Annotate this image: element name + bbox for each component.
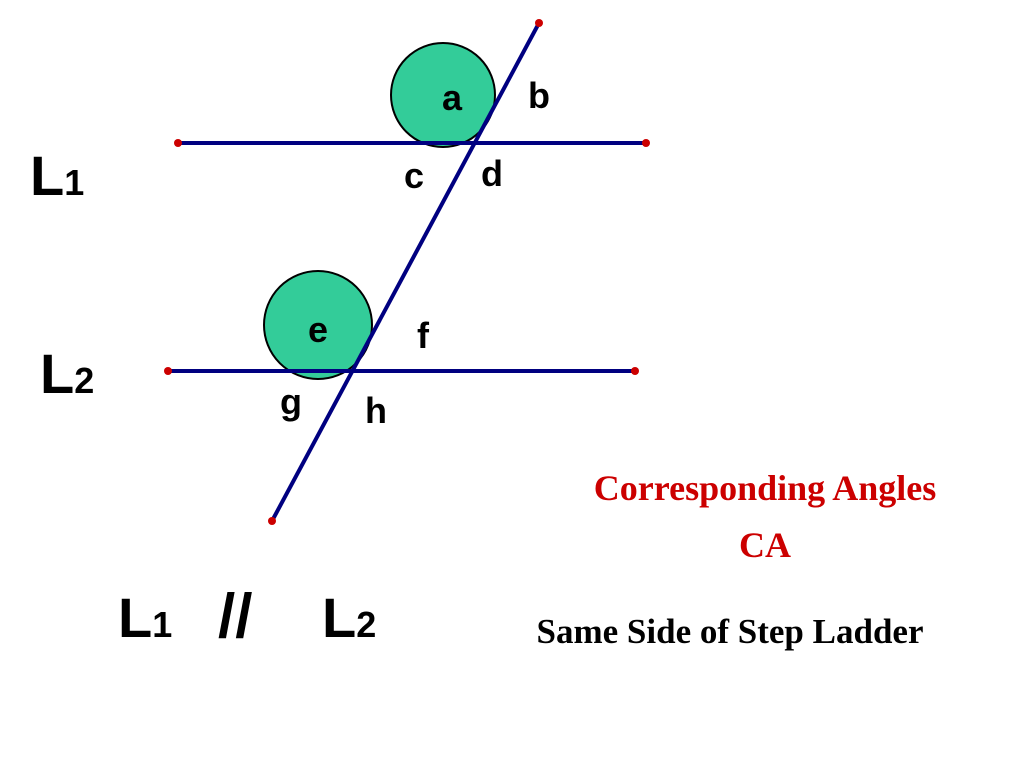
point-l2-left <box>164 367 172 375</box>
angle-e-marker <box>263 270 373 380</box>
line-label-l2: L2 <box>40 346 94 402</box>
angle-label-h: h <box>365 390 387 431</box>
angle-label-d: d <box>481 153 503 194</box>
angle-label-c: c <box>404 155 425 196</box>
statement-left-subscript: 1 <box>152 604 173 645</box>
angle-label-e: e <box>308 309 329 350</box>
caption-abbreviation: CA <box>739 525 791 565</box>
angle-label-b: b <box>528 75 550 116</box>
point-l1-left <box>174 139 182 147</box>
parallel-statement-left: L1 <box>118 590 172 646</box>
transversal-line <box>270 22 541 522</box>
angle-label-f: f <box>417 315 429 356</box>
statement-right-subscript: 2 <box>356 604 377 645</box>
statement-right-letter: L <box>322 586 357 649</box>
line-label-l1-letter: L <box>30 144 65 207</box>
point-l2-right <box>631 367 639 375</box>
line-label-l1: L1 <box>30 148 84 204</box>
caption-title: Corresponding Angles <box>593 468 937 508</box>
point-transversal-top <box>535 19 543 27</box>
line-label-l2-subscript: 2 <box>74 360 95 401</box>
parallel-symbol: // <box>218 582 253 651</box>
line-label-l1-subscript: 1 <box>64 162 85 203</box>
angle-label-a: a <box>442 77 463 118</box>
angle-label-g: g <box>280 381 302 422</box>
line-label-l2-letter: L <box>40 342 75 405</box>
angle-a-marker <box>390 42 496 148</box>
parallel-statement-right: L2 <box>322 590 376 646</box>
statement-left-letter: L <box>118 586 153 649</box>
point-transversal-bottom <box>268 517 276 525</box>
point-l1-right <box>642 139 650 147</box>
caption-note: Same Side of Step Ladder <box>536 612 924 651</box>
